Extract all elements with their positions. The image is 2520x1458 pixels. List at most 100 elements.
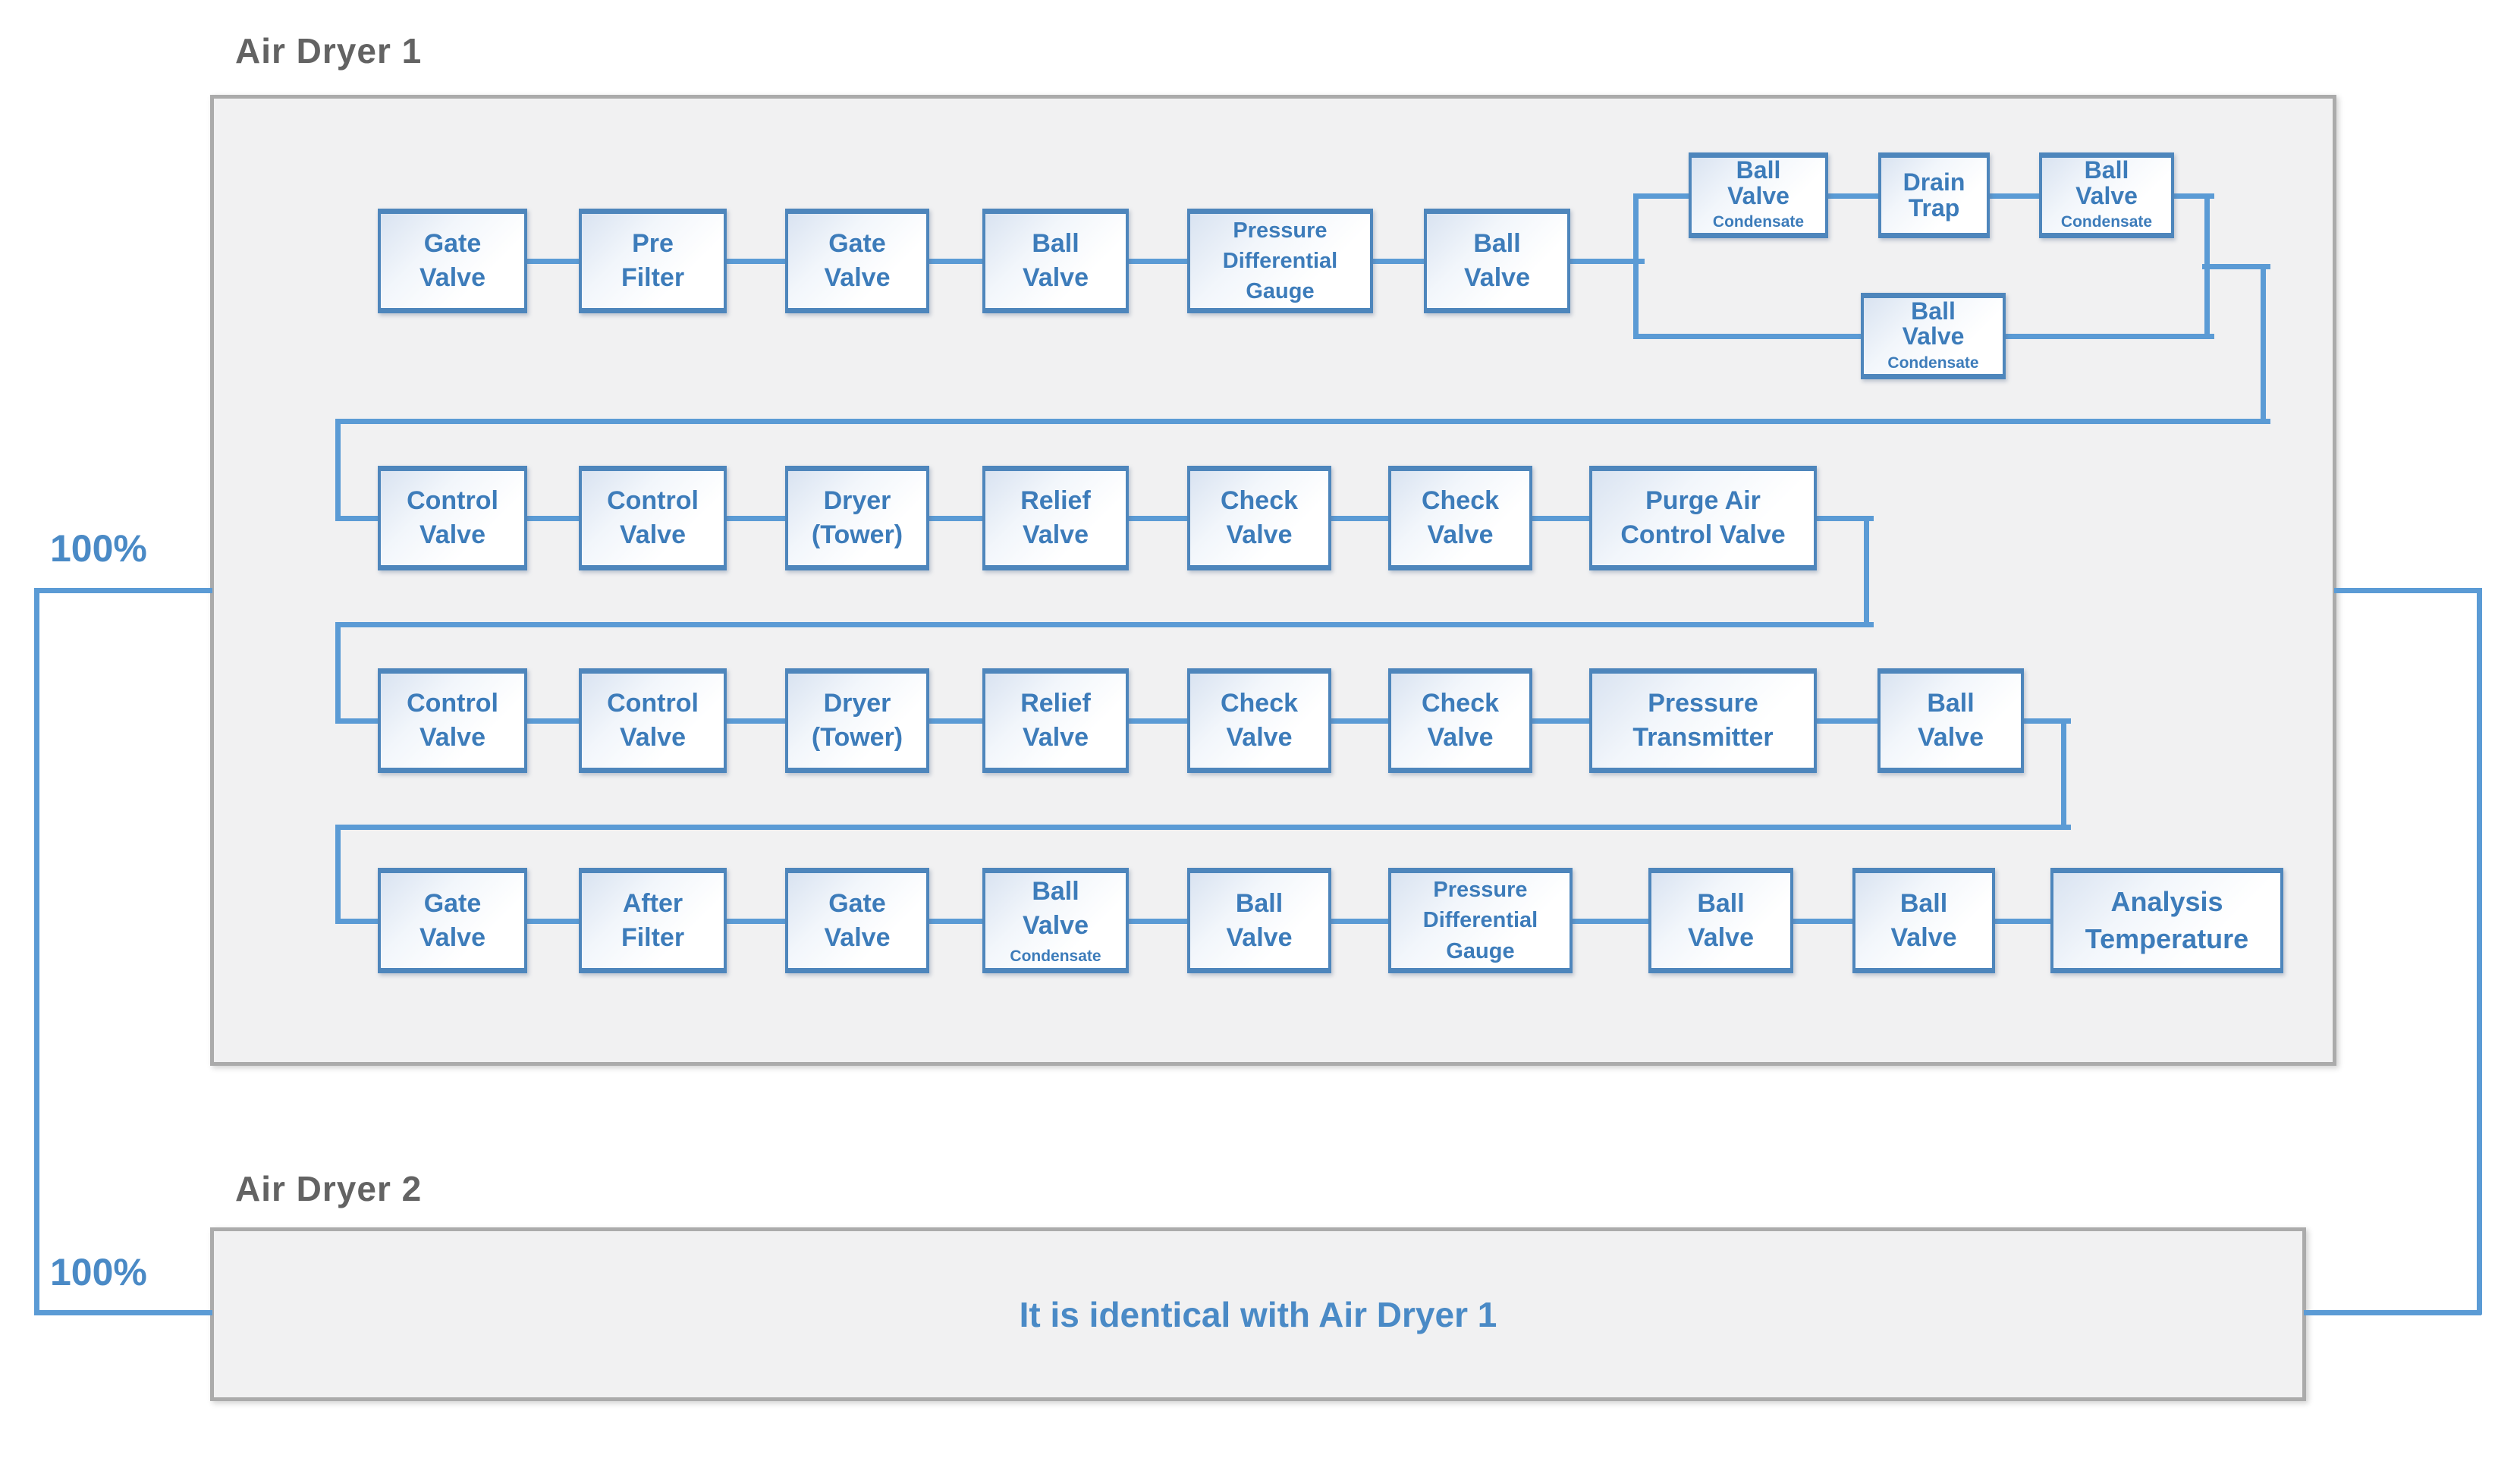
component-label-line: Ball <box>1473 229 1521 259</box>
component-label-line: Valve <box>1226 520 1293 549</box>
identical-note: It is identical with Air Dryer 1 <box>1019 1295 1497 1334</box>
flow-line <box>1126 259 1189 264</box>
component-label-line: Ball <box>1911 297 1956 325</box>
air-dryer-1-title: Air Dryer 1 <box>235 31 423 71</box>
component-label-line: Check <box>1220 486 1299 516</box>
component-label-line: Valve <box>1918 723 1984 752</box>
component-label-line: Ball <box>1927 689 1975 718</box>
flow-line <box>1568 259 1645 264</box>
component-label-line: Pressure <box>1648 689 1758 718</box>
component-label-line: Valve <box>1023 520 1089 549</box>
flow-line <box>525 259 581 264</box>
component-label-line: Control <box>607 689 699 718</box>
component-label-line: Control <box>407 486 498 516</box>
flow-line <box>1530 718 1591 724</box>
component-label-line: Ball <box>1032 876 1079 906</box>
component-sub-label: Condensate <box>2060 213 2153 231</box>
component-label-line: Relief <box>1020 486 1091 516</box>
flow-line <box>1993 919 2053 924</box>
component-label-line: Trap <box>1908 193 1960 222</box>
component-label-line: (Tower) <box>811 520 903 549</box>
flow-line <box>927 919 985 924</box>
flow-line <box>2202 264 2270 269</box>
component-label-line: After <box>622 888 683 918</box>
component-label-line: Valve <box>1902 322 1965 350</box>
flow-line <box>34 1310 212 1315</box>
component-label-line: Gauge <box>1446 938 1515 963</box>
flow-line <box>1371 259 1426 264</box>
flow-line <box>1570 919 1651 924</box>
flow-line <box>1864 516 1869 627</box>
component-label-line: Temperature <box>2085 922 2249 954</box>
flow-line <box>1329 718 1390 724</box>
component-label-line: Analysis <box>2110 885 2223 917</box>
flow-line <box>1815 516 1874 521</box>
flow-line <box>2204 193 2210 338</box>
component-label-line: Valve <box>1226 922 1293 952</box>
component-label-line: Ball <box>1736 156 1781 184</box>
component-label-line: Relief <box>1020 689 1091 718</box>
flow-line <box>335 622 341 723</box>
flow-line <box>1987 193 2041 199</box>
flow-line <box>1815 718 1880 724</box>
component-label-line: Valve <box>1023 263 1089 292</box>
component-label-line: Valve <box>419 263 485 292</box>
component-sub-label: Condensate <box>1887 354 1979 372</box>
component-label-line: Valve <box>1226 723 1293 752</box>
flow-line <box>2261 264 2266 423</box>
component-label-line: Valve <box>419 723 485 752</box>
component-label-line: Dryer <box>823 486 891 516</box>
component-label-line: Check <box>1220 689 1299 718</box>
flow-line <box>724 718 787 724</box>
flow-line <box>2477 588 2482 1315</box>
component-label-line: Gate <box>423 888 482 918</box>
air-dryer-2-container <box>210 1227 2306 1401</box>
flow-line <box>525 718 581 724</box>
flow-line <box>335 825 2071 830</box>
flow-line <box>525 919 581 924</box>
flow-line <box>1530 516 1591 521</box>
flow-line <box>724 919 787 924</box>
flow-line <box>1126 516 1189 521</box>
flow-line <box>525 516 581 521</box>
component-label-line: Dryer <box>823 689 891 718</box>
flow-line <box>335 419 2270 424</box>
flow-line <box>34 588 212 593</box>
component-label-line: Gate <box>828 229 886 259</box>
component-label-line: Pressure <box>1233 218 1328 243</box>
flow-line <box>927 516 985 521</box>
component-label-line: Ball <box>2084 156 2129 184</box>
component-label-line: Check <box>1421 689 1500 718</box>
component-label-line: Differential <box>1422 908 1538 933</box>
component-label-line: Differential <box>1222 248 1338 273</box>
component-label-line: Valve <box>2075 181 2138 209</box>
flow-line <box>724 516 787 521</box>
dryer-tower: Dryer (Tower) <box>785 466 929 570</box>
component-label-line: Valve <box>1023 910 1089 940</box>
component-label-line: Filter <box>621 263 685 292</box>
flow-line <box>1329 919 1390 924</box>
component-label-line: Valve <box>1464 263 1530 292</box>
flow-line <box>724 259 787 264</box>
component-label-line: (Tower) <box>811 723 903 752</box>
component-sub-label: Condensate <box>1010 947 1101 965</box>
component-label-line: Valve <box>620 723 686 752</box>
component-label-line: Valve <box>1688 922 1754 952</box>
component-label-line: Purge Air <box>1645 486 1761 516</box>
